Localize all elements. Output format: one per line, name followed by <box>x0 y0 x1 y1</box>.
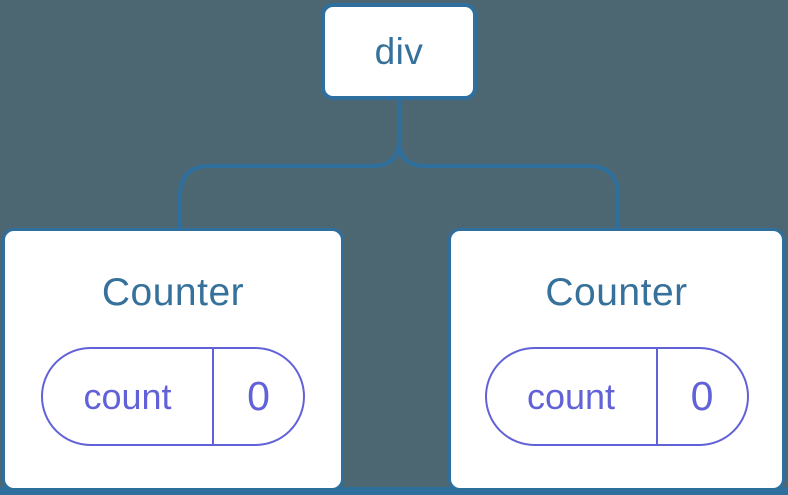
state-key: count <box>43 349 214 444</box>
connector-right-branch <box>397 100 620 228</box>
counter-node-left: Counter count 0 <box>2 228 344 491</box>
counter-title: Counter <box>545 271 688 314</box>
connector-left-branch <box>178 100 401 228</box>
state-value: 0 <box>690 373 714 419</box>
counter-title: Counter <box>101 271 245 314</box>
root-node-label: div <box>374 30 424 72</box>
state-value: 0 <box>247 373 270 419</box>
baseline-bar <box>0 487 788 495</box>
root-node-div: div <box>321 3 477 100</box>
counter-node-right: Counter count 0 <box>448 228 785 491</box>
state-key: count <box>487 349 658 444</box>
state-pill: count 0 <box>41 347 305 446</box>
state-pill: count 0 <box>484 347 749 446</box>
